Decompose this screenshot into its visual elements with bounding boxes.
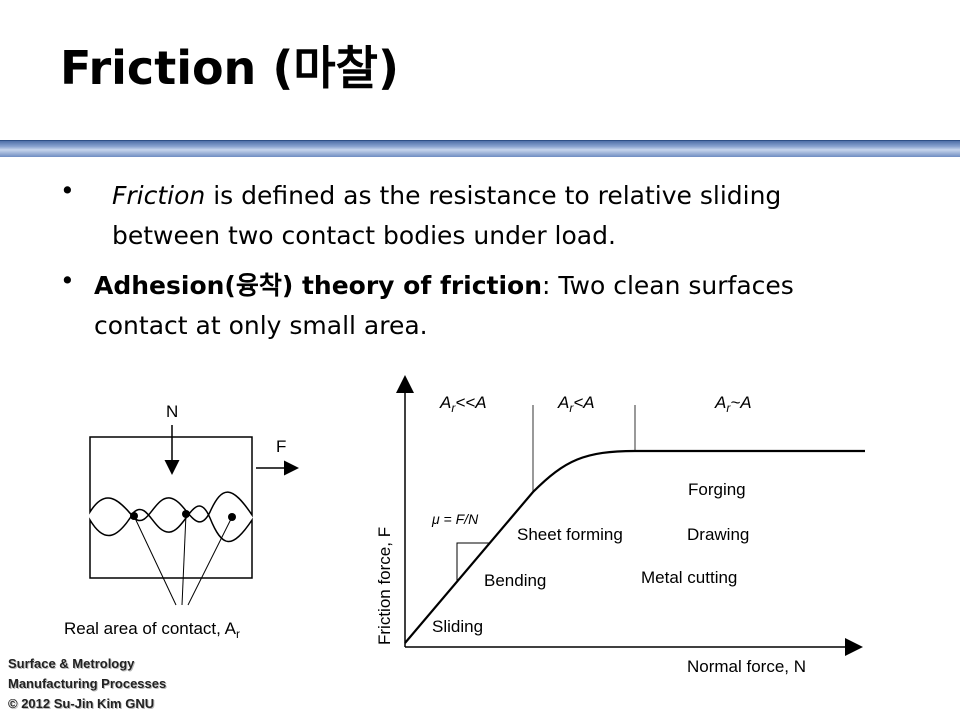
label-bending: Bending xyxy=(484,571,546,590)
label-forging: Forging xyxy=(688,480,746,499)
friction-force-label: F xyxy=(276,437,286,456)
bullet-2: Adhesion(융착) theory of friction: Two cle… xyxy=(94,266,934,346)
friction-curve xyxy=(404,449,865,644)
label-sheet-forming: Sheet forming xyxy=(517,525,623,544)
bullet-2-bold-term: Adhesion(융착) theory of friction xyxy=(94,271,543,300)
bullet-2-text: : Two clean surfaces xyxy=(542,271,794,300)
label-metal-cutting: Metal cutting xyxy=(641,568,737,587)
bullet-1: Friction is defined as the resistance to… xyxy=(112,176,932,256)
label-drawing: Drawing xyxy=(687,525,749,544)
slide-title: Friction (마찰) xyxy=(60,41,400,95)
region-label-3: Ar~A xyxy=(714,393,752,415)
lower-body xyxy=(89,505,253,579)
y-axis-label: Friction force, F xyxy=(375,527,394,645)
leader-line-1 xyxy=(133,515,177,606)
region-label-1: Ar<<A xyxy=(439,393,487,415)
bullet-marker-1: • xyxy=(60,176,75,205)
bullet-2-line2: contact at only small area. xyxy=(94,311,428,340)
leader-line-3 xyxy=(187,516,233,606)
x-axis-label: Normal force, N xyxy=(687,657,806,676)
bullet-1-line2: between two contact bodies under load. xyxy=(112,221,616,250)
footer-line-3: © 2012 Su-Jin Kim GNU xyxy=(8,696,155,711)
footer-line-1: Surface & Metrology xyxy=(8,656,135,671)
bullet-marker-2: • xyxy=(60,266,75,295)
footer: Surface & Metrology Manufacturing Proces… xyxy=(8,654,166,714)
bullet-1-italic-term: Friction xyxy=(112,181,206,210)
leader-line-2 xyxy=(181,513,187,606)
region-label-2: Ar<A xyxy=(557,393,595,415)
bullet-1-text: is defined as the resistance to relative… xyxy=(205,181,782,210)
contact-diagram: N F Real area of contact, Ar xyxy=(64,402,299,641)
title-divider-bar xyxy=(0,140,960,157)
label-sliding: Sliding xyxy=(432,617,483,636)
contact-area-caption: Real area of contact, Ar xyxy=(64,619,240,641)
upper-body xyxy=(89,436,253,523)
footer-line-2: Manufacturing Processes xyxy=(8,676,167,691)
normal-force-label: N xyxy=(166,402,178,421)
mu-formula: μ = F/N xyxy=(431,511,479,527)
slope-triangle xyxy=(456,542,490,582)
friction-graph: Friction force, F Normal force, N μ = F/… xyxy=(375,375,865,676)
